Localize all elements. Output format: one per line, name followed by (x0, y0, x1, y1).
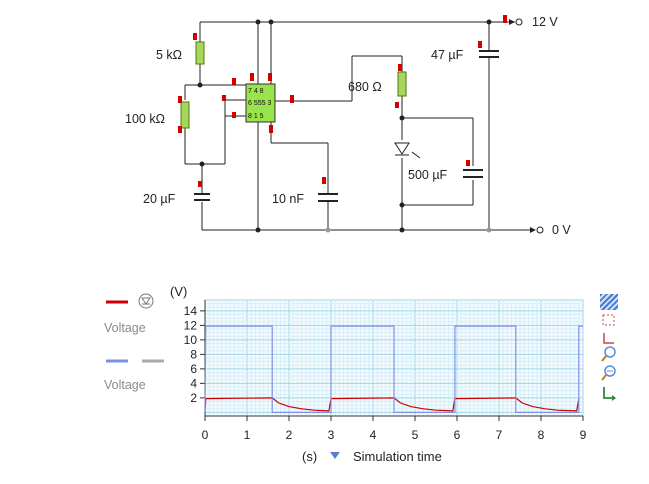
select-region-icon[interactable] (600, 312, 618, 328)
circuit-diagram: 7 4 8 6 555 3 8 1 5 (178, 15, 544, 234)
x-axis-dropdown-icon[interactable] (330, 452, 340, 459)
x-tick-label: 0 (202, 428, 209, 442)
ic-555[interactable] (245, 83, 276, 123)
resistor-100k[interactable] (180, 101, 190, 129)
led[interactable] (394, 142, 410, 155)
zoom-out-icon[interactable] (600, 365, 618, 381)
resistor-680[interactable] (397, 71, 407, 97)
x-tick-label: 1 (244, 428, 251, 442)
x-tick-label: 6 (454, 428, 461, 442)
series-line-0[interactable] (204, 397, 580, 413)
legend-swatch-blue[interactable] (106, 357, 166, 365)
legend-label-voltage-1: Voltage (104, 321, 146, 335)
resistor-100k-label: 100 kΩ (125, 112, 165, 126)
resistor-5k[interactable] (195, 41, 205, 65)
supply-voltage-label: 12 V (532, 15, 558, 29)
y-axis-unit: (V) (170, 284, 187, 299)
y-tick-label: 10 (184, 333, 198, 347)
x-tick-label: 3 (328, 428, 335, 442)
zoom-in-icon[interactable] (600, 346, 618, 362)
y-tick-label: 2 (190, 391, 197, 405)
probe-icon[interactable] (137, 292, 159, 312)
capacitor-47uf-label: 47 µF (431, 48, 464, 62)
svg-text:7 4 8: 7 4 8 (248, 88, 264, 95)
x-axis-quantity[interactable]: Simulation time (353, 449, 442, 464)
x-tick-label: 2 (286, 428, 293, 442)
corner-icon[interactable] (600, 330, 618, 346)
resistor-680-label: 680 Ω (348, 80, 382, 94)
ground-voltage-label: 0 V (552, 223, 571, 237)
x-tick-label: 4 (370, 428, 377, 442)
y-tick-label: 12 (184, 318, 198, 332)
legend-swatch-red[interactable] (106, 298, 130, 306)
x-tick-label: 5 (412, 428, 419, 442)
reset-axes-icon[interactable] (600, 385, 618, 401)
y-tick-label: 6 (190, 362, 197, 376)
x-tick-label: 8 (538, 428, 545, 442)
svg-text:8 1 5: 8 1 5 (248, 113, 264, 120)
x-tick-label: 7 (496, 428, 503, 442)
x-axis-unit: (s) (302, 449, 317, 464)
legend-label-voltage-2: Voltage (104, 378, 146, 392)
hatch-icon[interactable] (600, 294, 618, 310)
resistor-5k-label: 5 kΩ (156, 48, 183, 62)
y-tick-label: 14 (184, 304, 198, 318)
y-tick-label: 4 (190, 376, 197, 390)
svg-text:6 555 3: 6 555 3 (248, 100, 271, 107)
x-tick-label: 9 (580, 428, 587, 442)
y-tick-label: 8 (190, 347, 197, 361)
capacitor-10nf-label: 10 nF (272, 192, 304, 206)
series-line-1[interactable] (204, 325, 583, 413)
capacitor-20uf-label: 20 µF (143, 192, 176, 206)
capacitor-500uf-label: 500 µF (408, 168, 448, 182)
